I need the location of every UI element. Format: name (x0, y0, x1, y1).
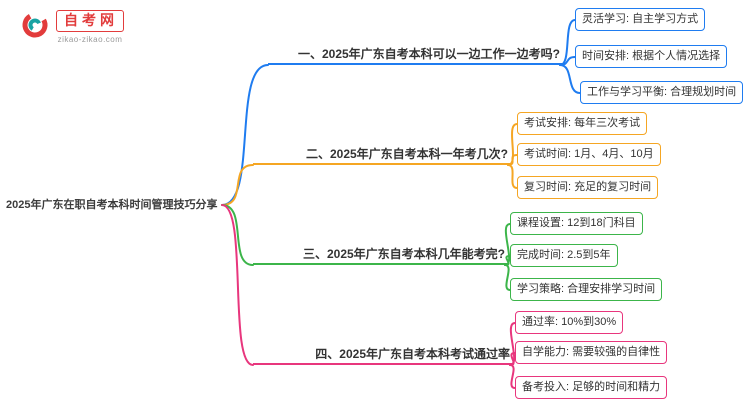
branch-2-child-node: 考试时间: 1月、4月、10月 (517, 143, 661, 167)
branch-1-child-node: 工作与学习平衡: 合理规划时间 (580, 81, 744, 105)
branch-4-child-node: 通过率: 10%到30% (515, 311, 624, 335)
branch-2-child-node: 复习时间: 充足的复习时间 (517, 176, 659, 200)
site-url: zikao-zikao.com (57, 34, 123, 44)
branch-3-child-node: 课程设置: 12到18门科目 (510, 212, 643, 236)
child-connector (559, 64, 581, 94)
child-connector (504, 264, 511, 291)
branch-3-label: 三、2025年广东自考本科几年能考完? (253, 246, 509, 265)
branch-4-label: 四、2025年广东自考本科考试通过率 (253, 346, 514, 365)
branch-1-child-node: 时间安排: 根据个人情况选择 (575, 45, 728, 69)
branch-2-connector (221, 164, 254, 206)
branch-3-child-node: 完成时间: 2.5到5年 (510, 244, 618, 268)
branch-3-connector (221, 204, 254, 266)
child-connector (509, 364, 516, 389)
zikao-logo-icon (22, 12, 48, 38)
site-logo: 自考网 zikao-zikao.com (20, 10, 124, 44)
site-name: 自考网 (56, 10, 124, 32)
branch-3-child-node: 学习策略: 合理安排学习时间 (510, 278, 663, 302)
branch-1-child-node: 灵活学习: 自主学习方式 (575, 8, 706, 32)
child-connector (507, 164, 518, 189)
branch-1-label: 一、2025年广东自考本科可以一边工作一边考吗? (268, 46, 564, 65)
branch-4-child-node: 自学能力: 需要较强的自律性 (515, 341, 668, 365)
branch-2-label: 二、2025年广东自考本科一年考几次? (253, 146, 512, 165)
branch-1-connector (221, 64, 269, 206)
branch-2-child-node: 考试安排: 每年三次考试 (517, 112, 648, 136)
branch-4-connector (221, 204, 254, 366)
branch-4-child-node: 备考投入: 足够的时间和精力 (515, 376, 668, 400)
central-topic: 2025年广东在职自考本科时间管理技巧分享 (6, 199, 218, 211)
